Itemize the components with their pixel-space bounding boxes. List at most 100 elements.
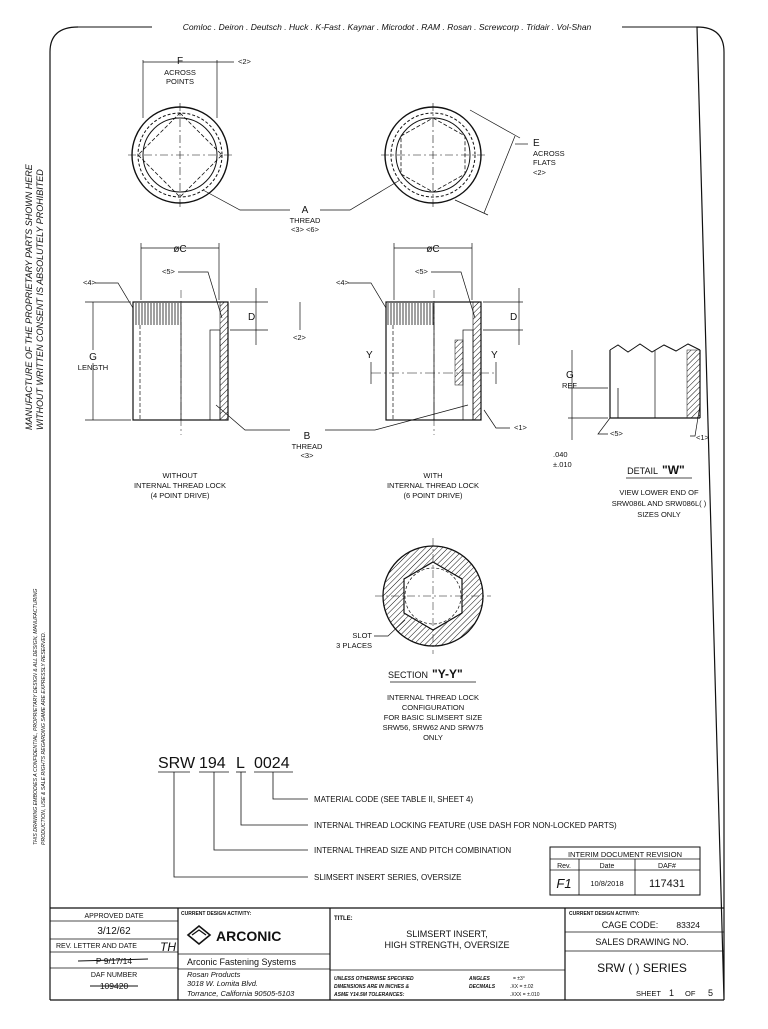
angles-label: ANGLES: [468, 976, 491, 982]
pn-seg-srw: SRW: [158, 755, 196, 772]
address-line-3: Torrance, California 90505-5103: [187, 989, 295, 998]
b-thread: THREAD: [292, 442, 323, 451]
detail-ref: REF: [562, 381, 577, 390]
section-title-prefix: SECTION: [388, 670, 428, 680]
revision-col-daf: DAF#: [658, 863, 676, 870]
decimals-label: DECIMALS: [469, 984, 496, 990]
callout-lock: INTERNAL THREAD LOCKING FEATURE (USE DAS…: [314, 821, 617, 830]
detail-w: G REF .040 ±.010 <5> <1> DETAIL "W" VIEW…: [553, 343, 710, 519]
proprietary-note-2: WITHOUT WRITTEN CONSENT IS ABSOLUTELY PR…: [35, 169, 45, 430]
detail-desc-2: SRW086L AND SRW086L( ): [612, 499, 707, 508]
tol-line-3: ASME Y14.5M TOLERANCES:: [333, 992, 405, 998]
right-caption-1: WITH: [423, 471, 442, 480]
top-view-across-points: F ACROSS POINTS <2>: [128, 56, 252, 207]
left-caption-1: WITHOUT: [163, 471, 198, 480]
y-label-left: Y: [366, 350, 373, 361]
confidential-note-2: PRODUCTION, USE & SALE RIGHTS REGARDING …: [41, 632, 47, 845]
a-thread: THREAD: [290, 216, 321, 225]
callout-material: MATERIAL CODE (SEE TABLE II, SHEET 4): [314, 795, 473, 804]
cage-code-label: CAGE CODE:: [602, 920, 659, 930]
side-view-without-lock: øC <4> <5> G G LENGTH D: [78, 243, 268, 435]
g-label: G: [89, 352, 97, 363]
a-thread-callout: A THREAD <3> <6>: [202, 179, 401, 234]
note-2-top: <2>: [238, 57, 252, 66]
revision-col-date: Date: [600, 863, 615, 870]
rev-initials: TH: [160, 940, 176, 954]
section-desc-2: CONFIGURATION: [402, 703, 464, 712]
note-4-left: <4>: [83, 278, 97, 287]
side-notes: MANUFACTURE OF THE PROPRIETARY PARTS SHO…: [24, 163, 47, 845]
interim-revision-table: INTERIM DOCUMENT REVISION Rev. Date DAF#…: [549, 846, 701, 896]
b-thread-callout: B THREAD <3>: [215, 404, 469, 460]
slot-2: 3 PLACES: [336, 641, 372, 650]
right-caption-2: INTERNAL THREAD LOCK: [387, 481, 479, 490]
right-activity-label: CURRENT DESIGN ACTIVITY:: [569, 911, 640, 917]
a-notes: <3> <6>: [291, 225, 320, 234]
title-block: APPROVED DATE 3/12/62 REV. LETTER AND DA…: [50, 907, 724, 1000]
revision-daf-value: 117431: [649, 878, 685, 890]
detail-note-1: <1>: [696, 433, 710, 442]
b-note: <3>: [301, 451, 315, 460]
across-points-2: POINTS: [166, 77, 194, 86]
pn-seg-l: L: [236, 755, 245, 772]
detail-title-key: "W": [662, 463, 685, 477]
of-label: OF: [685, 989, 696, 998]
c-label-left: øC: [173, 244, 186, 255]
detail-dim: .040: [553, 450, 568, 459]
title-line-1: SLIMSERT INSERT,: [406, 929, 488, 939]
across-flats-2: FLATS: [533, 158, 556, 167]
decimals-2: .XX = ±.02: [510, 984, 534, 990]
cage-code-value: 83324: [676, 920, 700, 930]
activity-label: CURRENT DESIGN ACTIVITY:: [181, 911, 252, 917]
sheet-border: [49, 26, 725, 1001]
approved-date-value: 3/12/62: [97, 926, 131, 937]
c-label-right: øC: [426, 244, 439, 255]
section-desc-3: FOR BASIC SLIMSERT SIZE: [384, 713, 483, 722]
sales-drawing-label: SALES DRAWING NO.: [595, 937, 688, 947]
proprietary-note-1: MANUFACTURE OF THE PROPRIETARY PARTS SHO…: [24, 163, 34, 430]
revision-col-rev: Rev.: [557, 863, 571, 870]
pn-seg-0024: 0024: [254, 755, 290, 772]
svg-text:G: G: [89, 352, 97, 363]
revision-rev-value: F1: [556, 876, 571, 891]
pn-seg-194: 194: [199, 755, 226, 772]
daf-number-label: DAF NUMBER: [91, 972, 137, 979]
detail-desc-1: VIEW LOWER END OF: [619, 488, 699, 497]
d-label-right: D: [510, 312, 517, 323]
length-label: LENGTH: [78, 363, 108, 372]
sheet-label: SHEET: [636, 989, 661, 998]
sheet-total: 5: [708, 988, 713, 998]
top-view-across-flats: E ACROSS FLATS <2>: [381, 103, 565, 216]
left-caption-3: (4 POINT DRIVE): [150, 491, 210, 500]
note-5-left: <5>: [162, 267, 176, 276]
detail-note-5: <5>: [610, 429, 624, 438]
company-division: Arconic Fastening Systems: [187, 957, 297, 967]
note-1-right: <1>: [514, 423, 528, 432]
b-label: B: [304, 431, 311, 442]
detail-g-label: G: [566, 370, 574, 381]
note-e: <2>: [533, 168, 547, 177]
slot-1: SLOT: [352, 631, 372, 640]
revision-title: INTERIM DOCUMENT REVISION: [568, 850, 682, 859]
tol-line-1: UNLESS OTHERWISE SPECIFIED: [334, 976, 414, 982]
tol-line-2: DIMENSIONS ARE IN INCHES &: [334, 984, 409, 990]
section-title-key: "Y-Y": [432, 667, 463, 681]
title-label: TITLE:: [334, 916, 353, 922]
note-5-right: <5>: [415, 267, 429, 276]
note-4-right: <4>: [336, 278, 350, 287]
angles-value: = ±3°: [513, 976, 525, 982]
callout-series: SLIMSERT INSERT SERIES, OVERSIZE: [314, 873, 461, 882]
right-caption-3: (6 POINT DRIVE): [403, 491, 463, 500]
section-desc-4: SRW56, SRW62 AND SRW75: [383, 723, 484, 732]
side-view-with-lock: øC <4> <5> D Y Y <1>: [336, 243, 528, 435]
address-line-1: Rosan Products: [187, 970, 241, 979]
approved-date-label: APPROVED DATE: [85, 913, 144, 920]
sheet-number: 1: [669, 988, 674, 998]
confidential-note-1: THIS DRAWING EMBODIES A CONFIDENTIAL, PR…: [33, 589, 39, 845]
note-2-mid: <2>: [293, 333, 307, 342]
section-yy: SLOT 3 PLACES SECTION "Y-Y" INTERNAL THR…: [336, 538, 491, 742]
part-number-breakdown: SRW 194 L 0024 MATERIAL CODE (SEE TABLE …: [158, 755, 617, 882]
decimals-3: .XXX = ±.010: [510, 992, 540, 998]
section-desc-5: ONLY: [423, 733, 443, 742]
